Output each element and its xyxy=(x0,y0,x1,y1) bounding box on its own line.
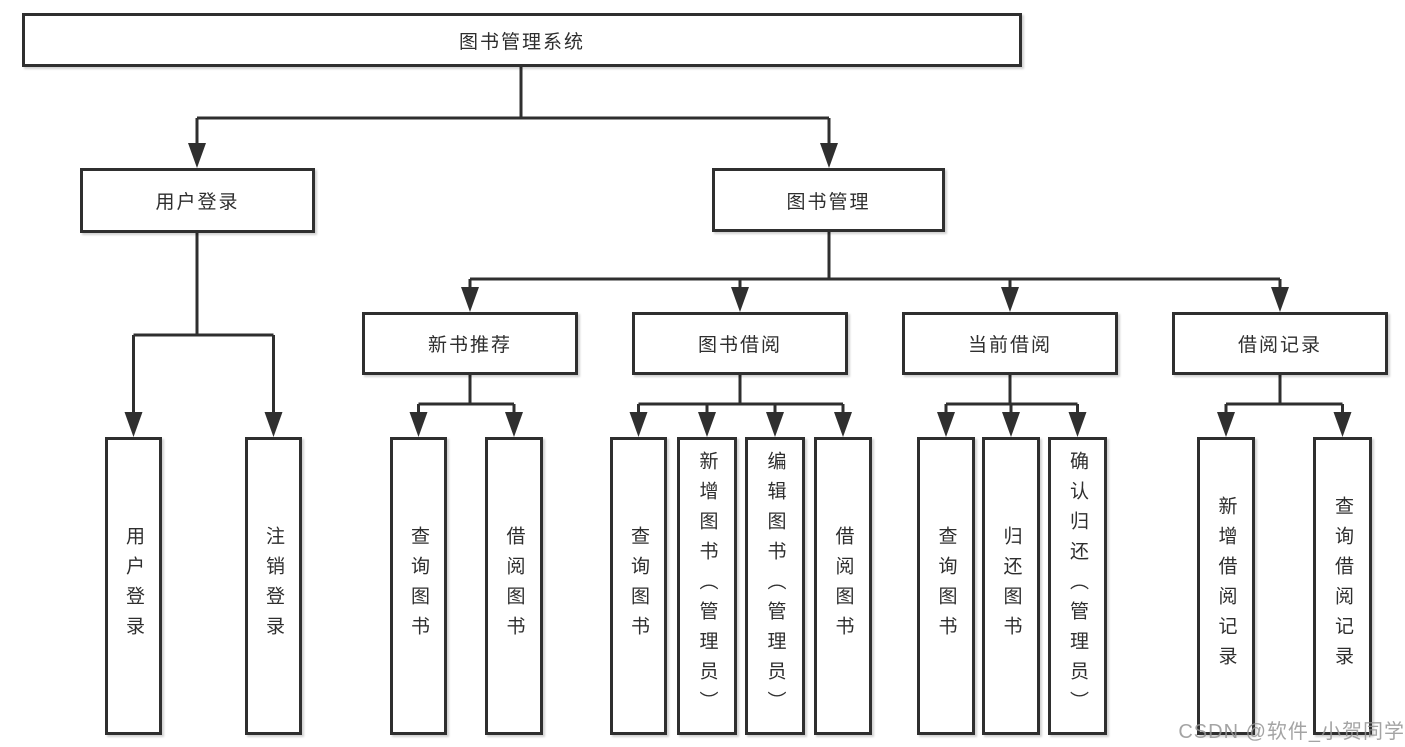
node-bb-borrow-books-label: 借阅图书 xyxy=(832,526,854,646)
node-bb-add-books-admin-label: 新增图书（管理员） xyxy=(696,451,718,721)
node-nbr-query-books-label: 查询图书 xyxy=(408,526,429,646)
connector-line xyxy=(468,232,1282,290)
node-current-borrowing-label: 当前借阅 xyxy=(967,335,1052,356)
arrowhead xyxy=(188,143,206,168)
node-login: 用户登录 xyxy=(105,437,162,735)
node-user-login: 用户登录 xyxy=(80,168,315,233)
arrowhead xyxy=(629,412,648,437)
node-book-management: 图书管理 xyxy=(712,168,945,232)
arrowhead xyxy=(1001,287,1019,312)
node-root: 图书管理系统 xyxy=(22,13,1022,67)
node-root-label: 图书管理系统 xyxy=(458,31,585,53)
connector-user-login-to-children xyxy=(124,233,283,437)
arrowhead xyxy=(937,412,955,437)
arrowhead xyxy=(820,143,838,168)
node-new-book-recommend: 新书推荐 xyxy=(362,312,578,375)
node-book-borrowing-label: 图书借阅 xyxy=(697,335,782,356)
watermark: CSDN @软件_小贺同学 xyxy=(1178,721,1405,743)
connector-current-borrowing-to-children xyxy=(937,375,1087,437)
node-cb-return-books-label: 归还图书 xyxy=(1000,526,1022,646)
node-br-query-record-label: 查询借阅记录 xyxy=(1332,496,1353,676)
node-current-borrowing: 当前借阅 xyxy=(902,312,1118,375)
node-br-add-record-label: 新增借阅记录 xyxy=(1215,496,1237,676)
node-logout-label: 注销登录 xyxy=(263,526,284,646)
node-bb-edit-books-admin: 编辑图书（管理员） xyxy=(745,437,805,735)
connector-line xyxy=(1224,375,1344,416)
node-user-login-label: 用户登录 xyxy=(155,192,240,213)
node-book-borrowing: 图书借阅 xyxy=(632,312,848,375)
node-book-management-label: 图书管理 xyxy=(786,191,871,213)
node-cb-query-books: 查询图书 xyxy=(917,437,975,735)
node-bb-borrow-books: 借阅图书 xyxy=(814,437,872,735)
node-bb-query-books-label: 查询图书 xyxy=(628,526,649,646)
connector-line xyxy=(944,375,1079,416)
node-nbr-borrow-books: 借阅图书 xyxy=(485,437,543,735)
arrowhead xyxy=(731,287,749,312)
node-nbr-borrow-books-label: 借阅图书 xyxy=(503,526,525,646)
arrowhead xyxy=(264,412,283,437)
connector-line xyxy=(417,375,516,416)
arrowhead xyxy=(461,287,479,312)
node-cb-return-books: 归还图书 xyxy=(982,437,1040,735)
node-login-label: 用户登录 xyxy=(123,526,144,646)
node-nbr-query-books: 查询图书 xyxy=(390,437,447,735)
arrowhead xyxy=(1271,287,1289,312)
node-br-add-record: 新增借阅记录 xyxy=(1197,437,1255,735)
connector-line xyxy=(195,67,831,146)
arrowhead xyxy=(1217,412,1235,437)
arrowhead xyxy=(1333,412,1352,437)
arrowhead xyxy=(766,412,784,437)
node-cb-confirm-return-admin: 确认归还（管理员） xyxy=(1048,437,1107,735)
arrowhead xyxy=(124,412,143,437)
node-logout: 注销登录 xyxy=(245,437,302,735)
node-cb-confirm-return-admin-label: 确认归还（管理员） xyxy=(1067,451,1088,721)
connector-new-book-recommend-to-children xyxy=(409,375,523,437)
connector-book-borrowing-to-children xyxy=(629,375,852,437)
node-borrowing-records-label: 借阅记录 xyxy=(1237,335,1322,356)
arrowhead xyxy=(1068,412,1087,437)
node-cb-query-books-label: 查询图书 xyxy=(935,526,957,646)
connector-line xyxy=(637,375,845,416)
connector-borrowing-records-to-children xyxy=(1217,375,1352,437)
node-bb-edit-books-admin-label: 编辑图书（管理员） xyxy=(764,451,786,721)
arrowhead xyxy=(505,412,523,437)
node-bb-query-books: 查询图书 xyxy=(610,437,667,735)
arrowhead xyxy=(1002,412,1020,437)
arrowhead xyxy=(698,412,716,437)
arrowhead xyxy=(409,412,428,437)
node-br-query-record: 查询借阅记录 xyxy=(1313,437,1372,735)
node-new-book-recommend-label: 新书推荐 xyxy=(427,335,512,356)
arrowhead xyxy=(834,412,852,437)
node-borrowing-records: 借阅记录 xyxy=(1172,312,1388,375)
node-bb-add-books-admin: 新增图书（管理员） xyxy=(677,437,737,735)
connector-line xyxy=(132,233,275,415)
connector-book-management-to-level3 xyxy=(461,232,1289,312)
connector-root-to-level2 xyxy=(188,67,838,168)
